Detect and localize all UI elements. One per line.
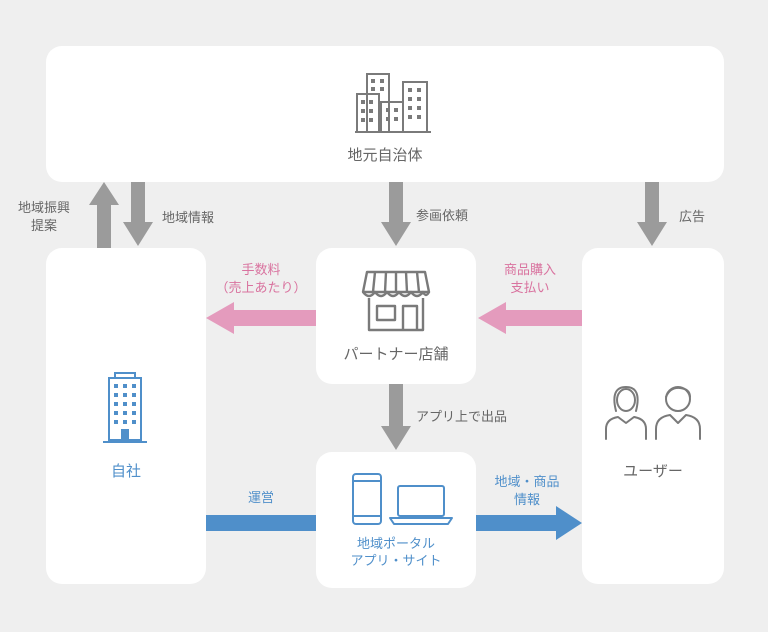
participation-request-label: 参画依頼 bbox=[416, 209, 469, 224]
portal-label-line1: 地域ポータル bbox=[356, 537, 435, 552]
portal-box bbox=[316, 452, 476, 588]
regional-promotion-label-line1: 地域振興 bbox=[17, 201, 70, 216]
fee-label-line1: 手数料 bbox=[241, 263, 281, 278]
arrow-regional-promotion bbox=[89, 182, 119, 248]
arrow-regional-info bbox=[123, 182, 153, 246]
advertisement-label: 広告 bbox=[679, 210, 706, 225]
listing-label: アプリ上で出品 bbox=[416, 410, 508, 425]
operation-label: 運営 bbox=[247, 491, 274, 506]
users-icon bbox=[605, 386, 701, 440]
arrow-listing bbox=[381, 384, 411, 450]
purchase-label-line2: 支払い bbox=[510, 281, 550, 296]
arrow-region-product-info bbox=[476, 506, 582, 540]
company-label: 自社 bbox=[110, 462, 141, 480]
municipality-label: 地元自治体 bbox=[347, 146, 423, 164]
portal-label-line2: アプリ・サイト bbox=[350, 554, 442, 569]
purchase-label-line1: 商品購入 bbox=[503, 263, 556, 278]
buildings-icon bbox=[355, 73, 431, 133]
regional-info-label: 地域情報 bbox=[162, 211, 215, 226]
office-building-icon bbox=[103, 372, 147, 443]
user-box bbox=[582, 248, 724, 584]
devices-icon bbox=[352, 473, 453, 525]
partner-label: パートナー店舗 bbox=[343, 345, 449, 363]
arrow-participation-request bbox=[381, 182, 411, 246]
storefront-icon bbox=[361, 270, 431, 332]
arrow-purchase bbox=[478, 302, 582, 334]
company-box bbox=[46, 248, 206, 584]
municipality-box bbox=[46, 46, 724, 182]
region-product-info-label-line2: 情報 bbox=[513, 493, 540, 508]
arrow-operation bbox=[206, 515, 316, 531]
arrow-advertisement bbox=[637, 182, 667, 246]
arrow-fee bbox=[206, 302, 316, 334]
user-label: ユーザー bbox=[623, 462, 683, 480]
fee-label-line2: （売上あたり） bbox=[215, 281, 307, 296]
regional-promotion-label-line2: 提案 bbox=[30, 219, 57, 234]
region-product-info-label-line1: 地域・商品 bbox=[494, 475, 560, 490]
